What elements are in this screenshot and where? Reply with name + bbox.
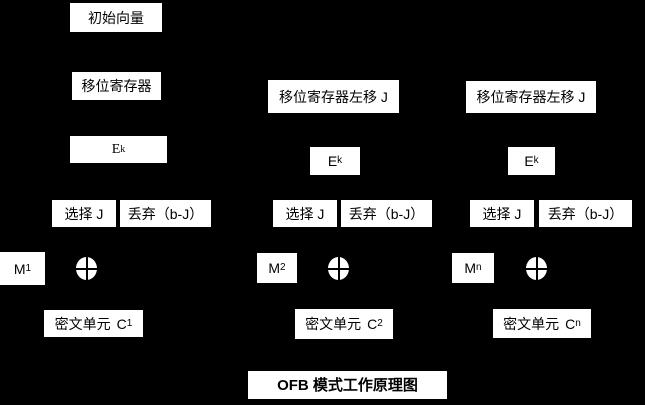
ciphertext-unit-label: 密文单元 bbox=[305, 316, 362, 332]
initial-vector-box: 初始向量 bbox=[70, 3, 162, 32]
encryption-function-subscript: k bbox=[337, 155, 343, 166]
xor-icon bbox=[328, 257, 349, 280]
select-j-box: 选择 J bbox=[273, 200, 337, 227]
plaintext-unit-label: M bbox=[268, 260, 281, 276]
discard-box: 丢弃（b-J） bbox=[539, 200, 632, 227]
encryption-function-subscript: k bbox=[120, 143, 126, 155]
ciphertext-unit-label: 密文单元 bbox=[503, 315, 560, 332]
xor-icon bbox=[526, 257, 547, 280]
ciphertext-unit-subscript: n bbox=[575, 317, 581, 329]
plaintext-unit-label: M bbox=[13, 260, 26, 277]
plaintext-unit-subscript: n bbox=[476, 262, 482, 273]
plaintext-unit-subscript: 1 bbox=[25, 262, 32, 274]
plaintext-unit-subscript: 2 bbox=[280, 262, 286, 273]
ciphertext-unit-symbol: C bbox=[116, 315, 127, 332]
ciphertext-unit-label: 密文单元 bbox=[54, 315, 111, 332]
discard-box: 丢弃（b-J） bbox=[341, 200, 432, 227]
select-j-box: 选择 J bbox=[52, 200, 116, 227]
discard-box: 丢弃（b-J） bbox=[120, 200, 211, 227]
shift-register-box: 移位寄存器 bbox=[72, 72, 161, 100]
encryption-function-label: E bbox=[327, 153, 338, 169]
encryption-function-label: E bbox=[524, 153, 534, 169]
shift-register-left-shift-box: 移位寄存器左移 J bbox=[466, 81, 596, 113]
ciphertext-unit-symbol: C bbox=[565, 315, 576, 332]
select-j-box: 选择 J bbox=[470, 200, 534, 227]
shift-register-left-shift-box: 移位寄存器左移 J bbox=[268, 80, 399, 113]
diagram-title: OFB 模式工作原理图 bbox=[248, 371, 447, 399]
ciphertext-unit-subscript: 1 bbox=[126, 317, 133, 329]
ciphertext-unit-symbol: C bbox=[367, 316, 378, 332]
encryption-function-subscript: k bbox=[533, 155, 539, 166]
xor-icon bbox=[76, 257, 97, 280]
encryption-function-label: E bbox=[111, 141, 121, 157]
ciphertext-unit-subscript: 2 bbox=[377, 318, 383, 329]
plaintext-unit-label: M bbox=[464, 260, 477, 276]
